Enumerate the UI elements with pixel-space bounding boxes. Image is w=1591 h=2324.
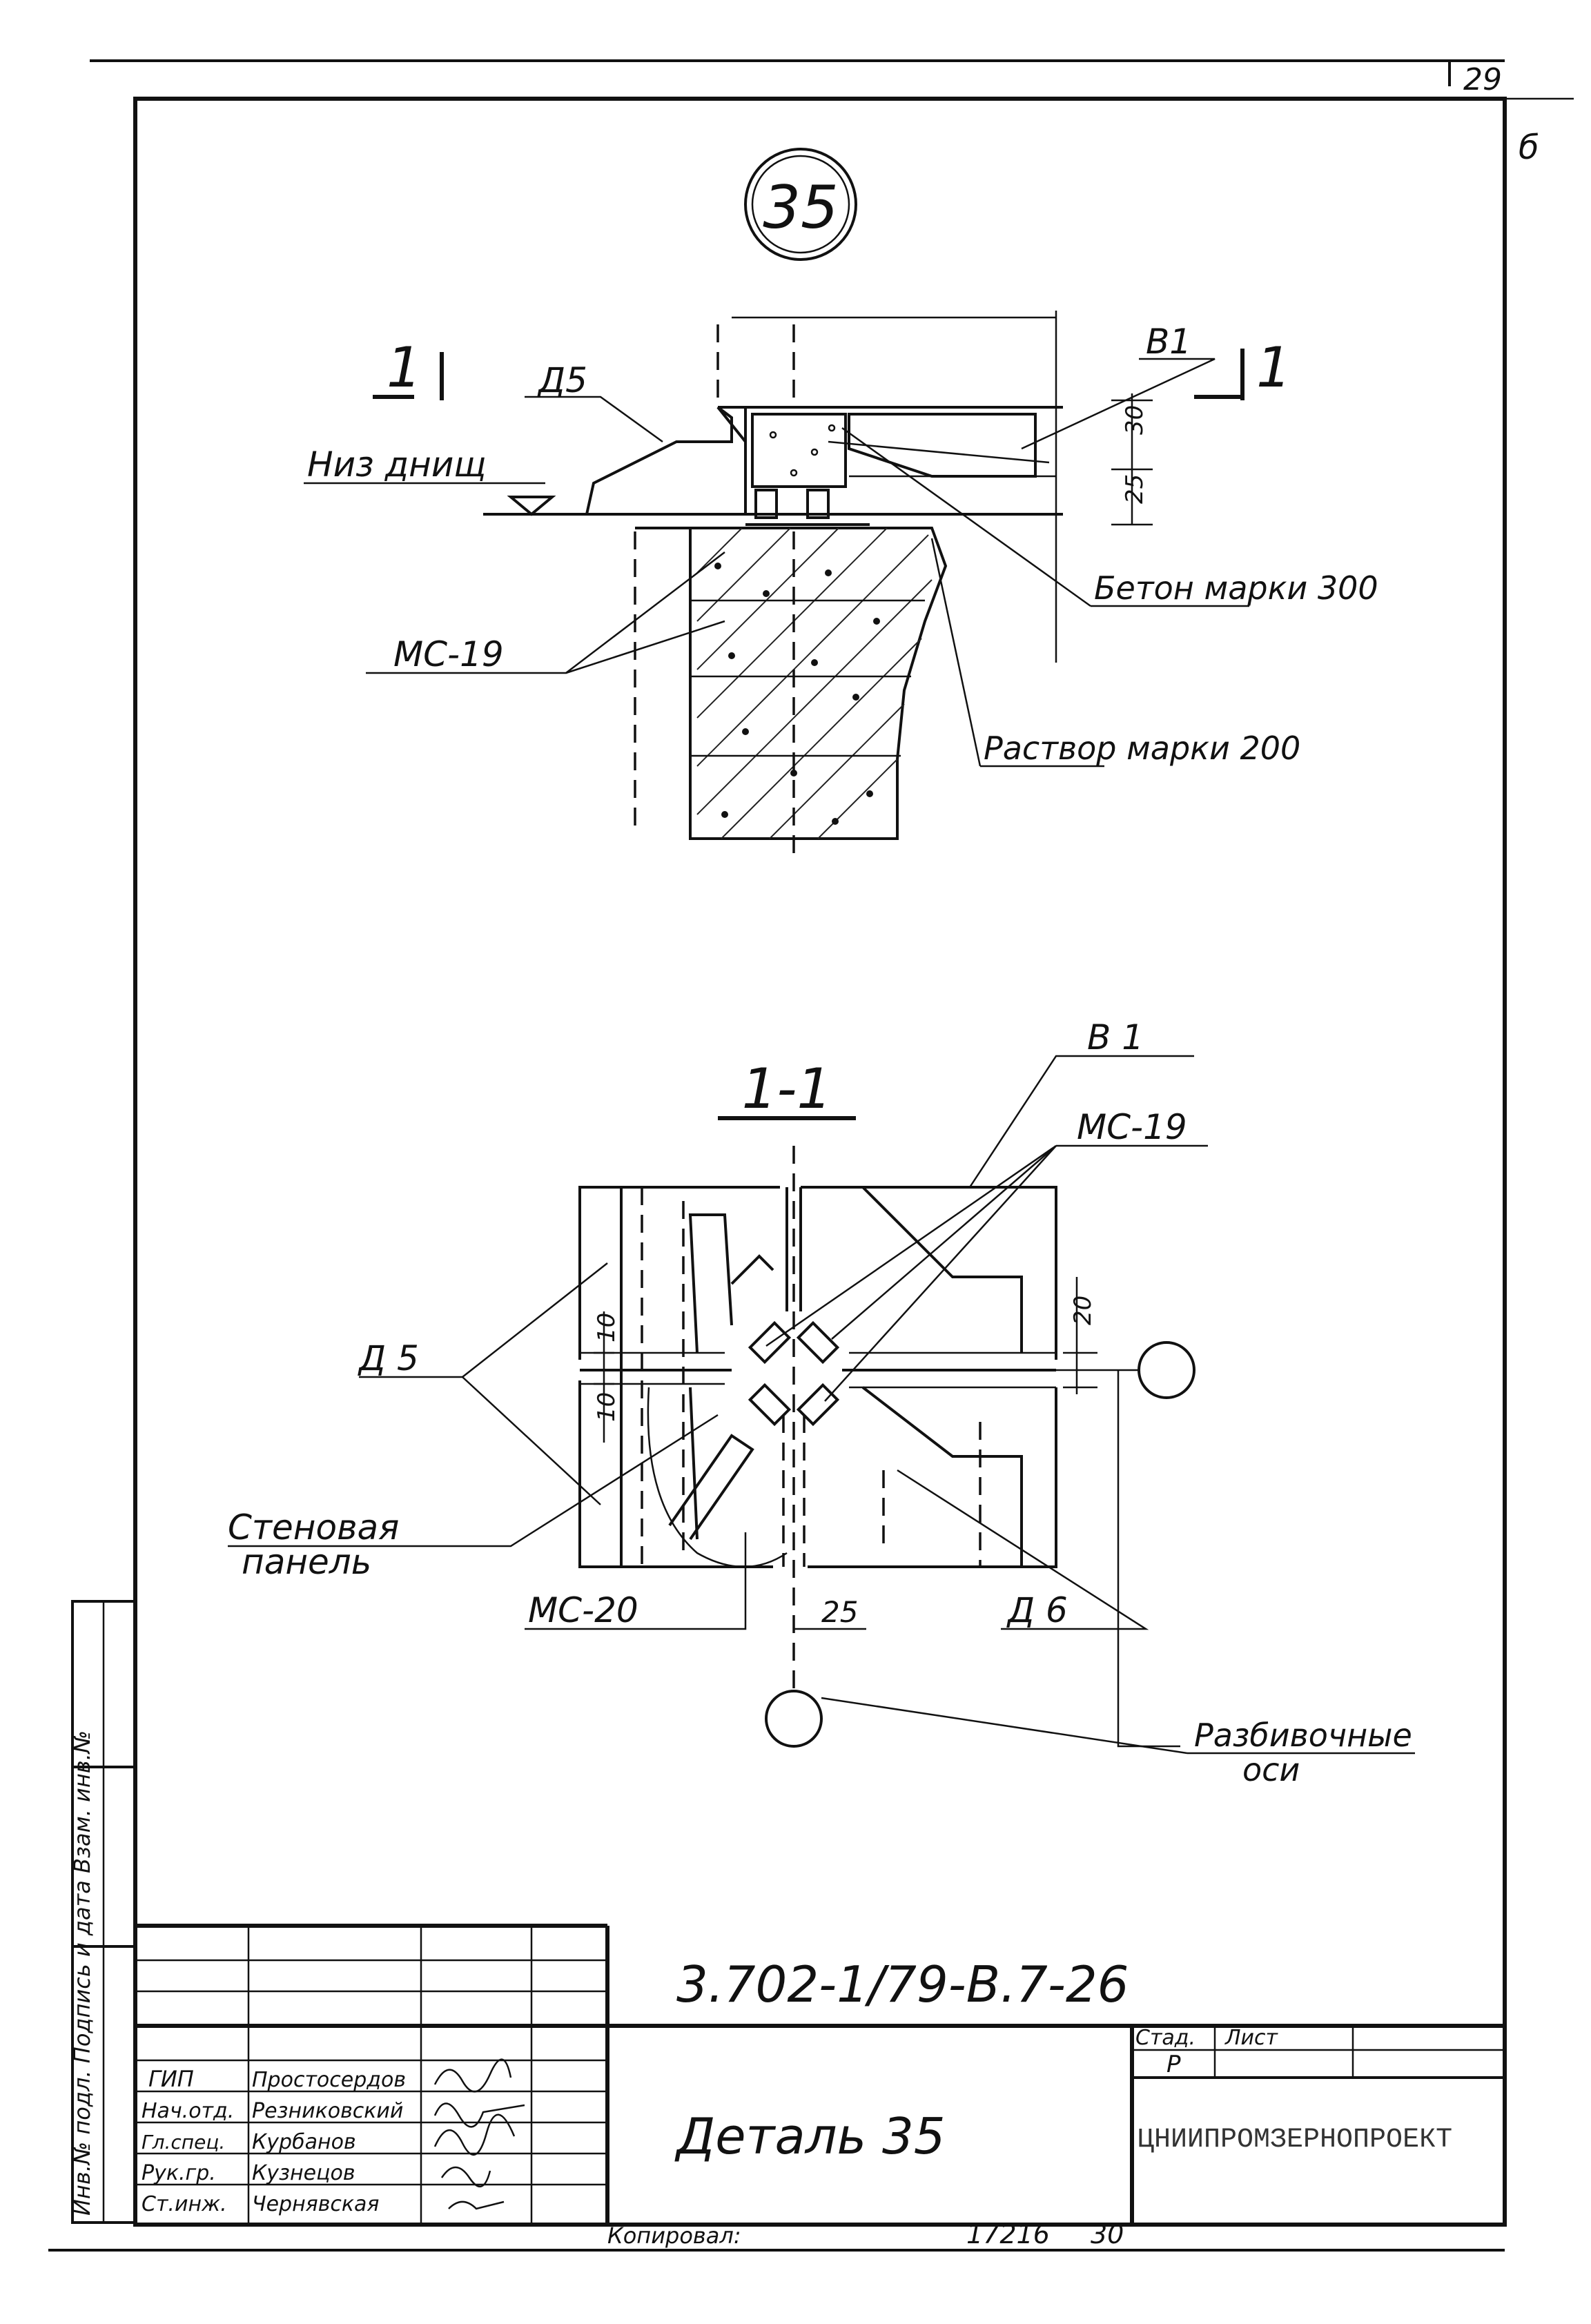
sheet-label: Лист: [1224, 2026, 1279, 2050]
dim-10-top: 10: [593, 1313, 621, 1342]
label-wall-panel-1: Стеновая: [228, 1507, 399, 1547]
footer-order: 17216: [966, 2219, 1050, 2249]
label-d5-elevation: Д5: [537, 360, 587, 400]
corner-mark: б: [1519, 128, 1539, 167]
title-block-grid: [135, 1924, 1505, 2225]
staff-name: Резниковский: [252, 2099, 403, 2123]
section-title: 1-1: [742, 1057, 832, 1121]
label-axes-2: оси: [1242, 1751, 1300, 1788]
staff-role: Ст.инж.: [141, 2192, 227, 2216]
staff-name: Курбанов: [252, 2130, 356, 2154]
label-v1-section: В 1: [1087, 1017, 1144, 1057]
drawing-code: 3.702-1/79-В.7-26: [676, 1955, 1129, 2013]
footer-copied: Копировал:: [607, 2223, 741, 2249]
dim-30: 30: [1121, 405, 1149, 435]
detail-number: 35: [763, 173, 838, 242]
stage-label: Стад.: [1135, 2026, 1195, 2050]
label-d5-section: Д 5: [358, 1338, 419, 1378]
dim-25-section: 25: [821, 1595, 858, 1629]
staff-name: Простосердов: [252, 2068, 406, 2092]
side-stamp: [71, 1600, 137, 2224]
section-view: [228, 1055, 1415, 1755]
sheet-frame: [90, 59, 1574, 2227]
label-ms19-section: МС-19: [1077, 1107, 1187, 1147]
detail-marker: [744, 148, 857, 261]
page-number: 29: [1463, 62, 1502, 97]
label-concrete-grade: Бетон марки 300: [1094, 569, 1378, 607]
staff-rows: ГИП Простосердов Нач.отд. Резниковский Г…: [141, 2066, 406, 2216]
drawing-title: Деталь 35: [674, 2107, 946, 2165]
org-name: ЦНИИПРОМЗЕРНОПРОЕКТ: [1138, 2125, 1452, 2156]
label-bottom-note: Низ днищ: [307, 445, 486, 485]
signatures: [433, 2058, 525, 2210]
staff-name: Чернявская: [252, 2192, 379, 2216]
section-mark-left: 1: [387, 335, 422, 400]
dim-10-bottom: 10: [593, 1392, 621, 1422]
staff-role: Нач.отд.: [141, 2099, 234, 2123]
dim-25-elevation: 25: [1121, 474, 1149, 504]
label-wall-panel-2: панель: [242, 1542, 371, 1582]
label-d6: Д 6: [1006, 1590, 1068, 1630]
staff-name: Кузнецов: [252, 2161, 355, 2185]
staff-role: ГИП: [148, 2066, 194, 2092]
label-v1-elevation: В1: [1146, 322, 1191, 362]
staff-role: Гл.спец.: [141, 2131, 225, 2154]
label-ms20: МС-20: [528, 1590, 638, 1630]
dim-20: 20: [1069, 1296, 1097, 1325]
staff-role: Рук.гр.: [141, 2161, 216, 2185]
label-axes-1: Разбивочные: [1194, 1717, 1412, 1754]
label-ms19-elevation: МС-19: [393, 634, 504, 674]
elevation-view: [366, 311, 1249, 863]
side-stamp-text: Инв.№ подл. Подпись и дата Взам. инв.№: [69, 1730, 95, 2216]
label-mortar-grade: Раствор марки 200: [984, 730, 1300, 767]
stage-value: Р: [1167, 2051, 1181, 2078]
footer-sheet-no: 30: [1091, 2219, 1124, 2249]
section-mark-right: 1: [1256, 335, 1291, 400]
